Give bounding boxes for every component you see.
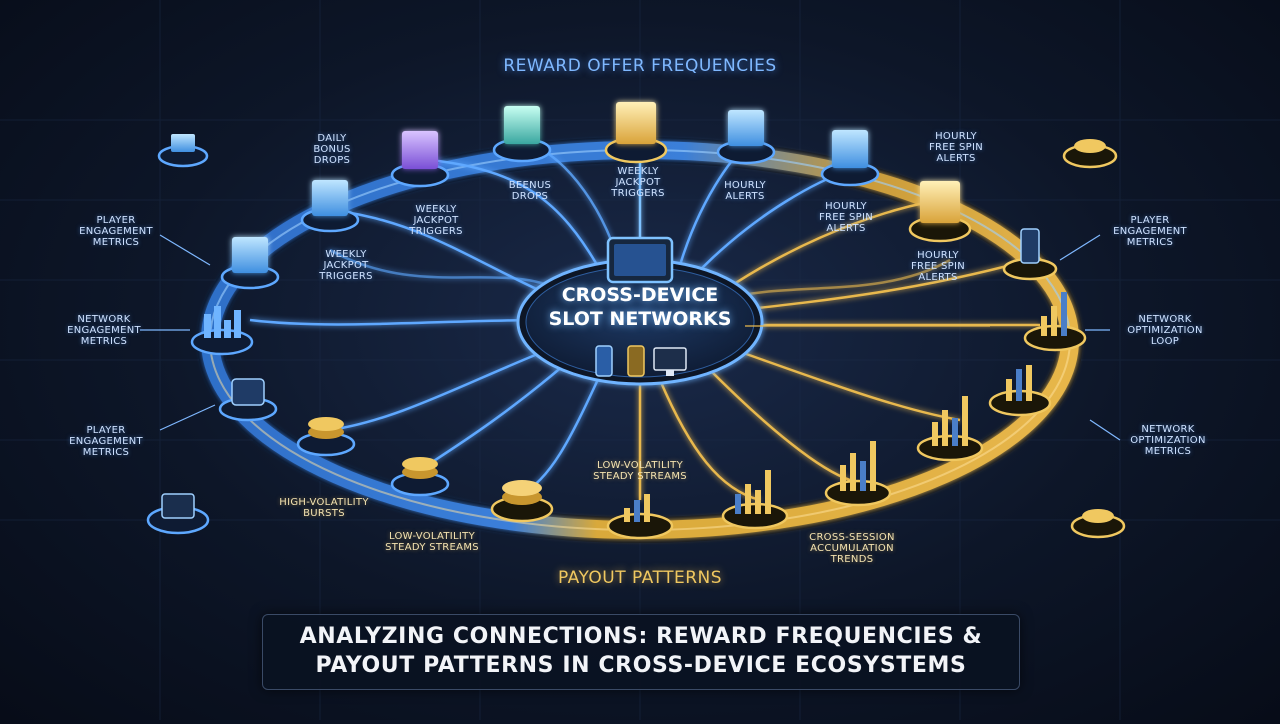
reward-cube-icon (157, 134, 209, 168)
bar-chart-icon (721, 470, 789, 530)
bar-chart-nodes (606, 292, 1087, 540)
banner-line-2: PAYOUT PATTERNS IN CROSS-DEVICE ECOSYSTE… (315, 653, 967, 678)
label-player-engagement-left-1: PLAYER ENGAGEMENT METRICS (79, 215, 153, 248)
bar-chart-icon (190, 306, 254, 356)
coin-stack-icon (1070, 509, 1126, 539)
reward-cube-icon (492, 106, 552, 163)
label-weekly-jackpot-top: WEEKLY JACKPOT TRIGGERS (611, 166, 665, 199)
left-metric-nodes (146, 306, 278, 535)
monitor-icon (653, 347, 687, 371)
coin-nodes (296, 139, 1126, 539)
label-low-volatility-center: LOW-VOLATILITY STEADY STREAMS (593, 460, 687, 482)
hub-label: CROSS-DEVICE SLOT NETWORKS (528, 283, 752, 331)
banner-line-1: ANALYZING CONNECTIONS: REWARD FREQUENCIE… (299, 624, 983, 649)
reward-cube-icon (220, 237, 280, 290)
bar-chart-icon (824, 441, 892, 507)
bar-chart-icon (1023, 292, 1087, 352)
coin-stack-icon (296, 417, 356, 457)
label-player-engagement-left-2: PLAYER ENGAGEMENT METRICS (69, 425, 143, 458)
bar-chart-icon (606, 494, 674, 540)
label-network-engagement-left: NETWORK ENGAGEMENT METRICS (67, 314, 141, 347)
label-player-engagement-right: PLAYER ENGAGEMENT METRICS (1113, 215, 1187, 248)
reward-cube-icon (604, 102, 668, 164)
label-cross-session: CROSS-SESSION ACCUMULATION TRENDS (809, 532, 895, 565)
label-hourly-free-spin-top: HOURLY FREE SPIN ALERTS (928, 131, 984, 164)
reward-cube-nodes (157, 102, 972, 290)
label-pointers (140, 234, 1121, 441)
phone-icon (1002, 228, 1058, 281)
reward-cube-icon (300, 180, 360, 233)
tablet-icon (606, 236, 674, 284)
label-network-optimization-loop: NETWORK OPTIMIZATION LOOP (1127, 314, 1203, 347)
hub-label-line1: CROSS-DEVICE (561, 284, 719, 306)
label-beenus-drops: BEENUS DROPS (508, 180, 552, 202)
coin-stack-icon (490, 480, 554, 523)
bar-chart-icon (988, 365, 1052, 417)
reward-offer-title: REWARD OFFER FREQUENCIES (503, 56, 777, 76)
label-hourly-alerts: HOURLY ALERTS (724, 180, 766, 202)
reward-cube-icon (716, 110, 776, 165)
hub-device-icons (595, 345, 687, 377)
hub-label-line2: SLOT NETWORKS (548, 308, 732, 330)
label-hourly-free-spin-right: HOURLY FREE SPIN ALERTS (910, 250, 966, 283)
reward-cube-icon (390, 131, 450, 188)
dice-icon (218, 378, 278, 422)
coin-stack-icon (390, 457, 450, 497)
label-daily-bonus-drops: DAILY BONUS DROPS (313, 133, 351, 166)
phone-icon (595, 345, 613, 377)
label-weekly-jackpot-left: WEEKLY JACKPOT TRIGGERS (319, 249, 373, 282)
label-hourly-free-spin-inner: HOURLY FREE SPIN ALERTS (818, 201, 874, 234)
payout-patterns-title: PAYOUT PATTERNS (557, 568, 723, 588)
bar-chart-icon (916, 396, 984, 462)
label-high-volatility: HIGH-VOLATILITY BURSTS (279, 497, 369, 519)
tablet-icon (146, 493, 210, 535)
phone-icon (627, 345, 645, 377)
label-network-optimization-metrics: NETWORK OPTIMIZATION METRICS (1130, 424, 1206, 457)
coin-stack-icon (1062, 139, 1118, 169)
reward-cube-icon (820, 130, 880, 187)
title-banner: ANALYZING CONNECTIONS: REWARD FREQUENCIE… (262, 614, 1020, 690)
label-low-volatility-left: LOW-VOLATILITY STEADY STREAMS (385, 531, 479, 553)
label-weekly-jackpot-inner: WEEKLY JACKPOT TRIGGERS (409, 204, 463, 237)
reward-cube-icon (908, 181, 972, 243)
central-hub (516, 258, 764, 386)
